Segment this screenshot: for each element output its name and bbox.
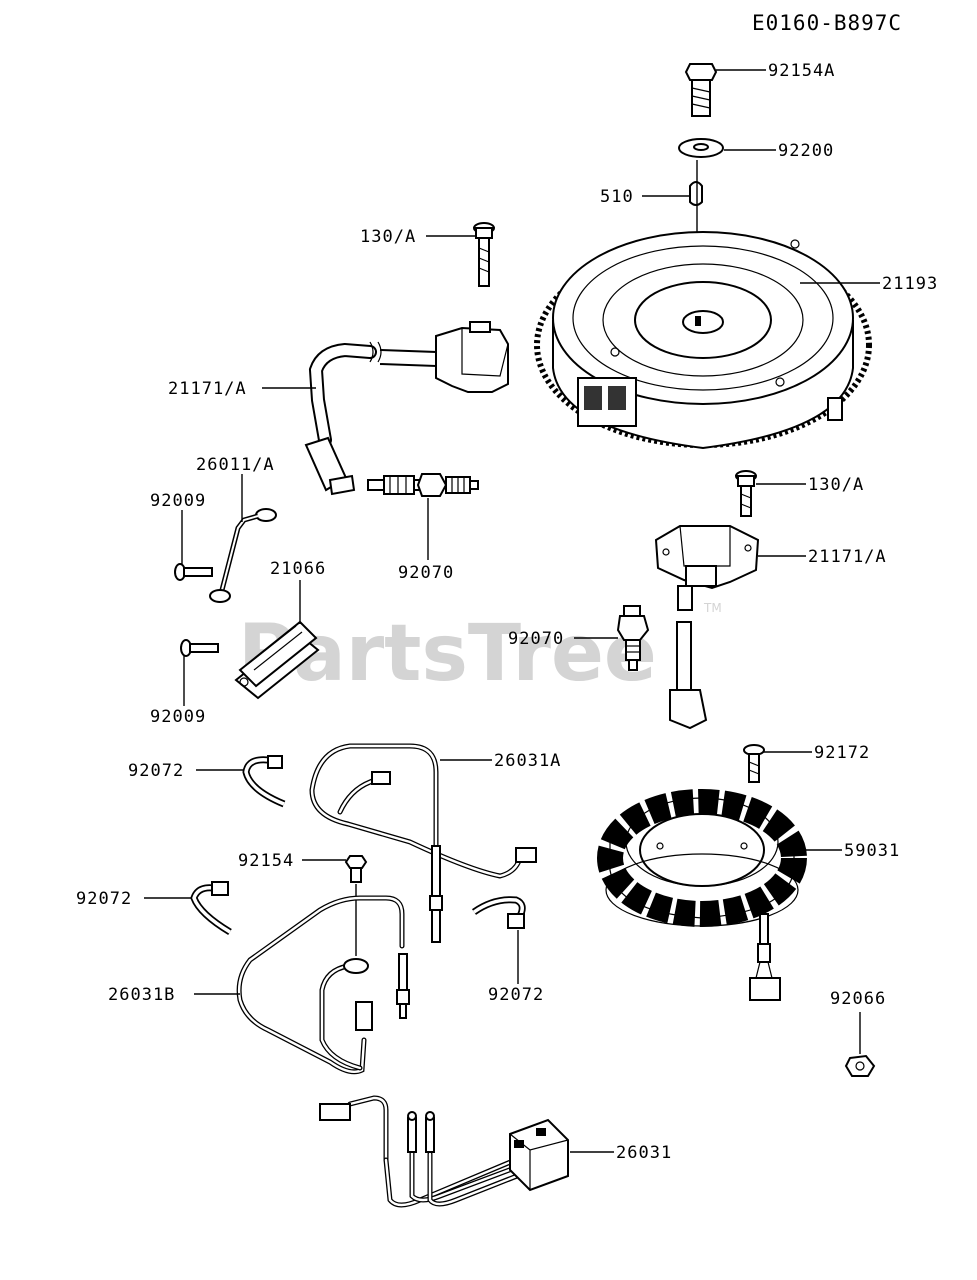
spark-plug-92070-icon[interactable] xyxy=(367,473,479,497)
label-92070-bottom[interactable]: 92070 xyxy=(398,563,454,583)
label-92066[interactable]: 92066 xyxy=(830,989,886,1009)
clamp-92072-b-icon[interactable] xyxy=(190,881,232,936)
clamp-92072-a-icon[interactable] xyxy=(242,755,286,808)
label-92154[interactable]: 92154 xyxy=(238,851,294,871)
label-92070-left[interactable]: 92070 xyxy=(508,629,564,649)
nut-92066-icon[interactable] xyxy=(844,1054,876,1077)
spark-plug-92070-left-icon[interactable] xyxy=(616,605,650,671)
label-130A-right[interactable]: 130/A xyxy=(808,475,864,495)
harness-26031-icon[interactable] xyxy=(319,1095,569,1208)
label-92009-top[interactable]: 92009 xyxy=(150,491,206,511)
clamp-92072-c-icon[interactable] xyxy=(471,896,526,929)
harness-26031A-icon[interactable] xyxy=(309,743,537,943)
screw-92009-bottom-icon[interactable] xyxy=(180,639,219,657)
watermark-tm: TM xyxy=(703,601,722,615)
label-26011A[interactable]: 26011/A xyxy=(196,455,275,475)
diagram-code: E0160-B897C xyxy=(752,11,902,35)
key-510-icon[interactable] xyxy=(689,181,703,206)
label-92009-bottom[interactable]: 92009 xyxy=(150,707,206,727)
bolt-130A-right-icon[interactable] xyxy=(735,470,757,517)
label-510[interactable]: 510 xyxy=(600,187,634,207)
washer-92200-icon[interactable] xyxy=(678,138,724,158)
label-21066[interactable]: 21066 xyxy=(270,559,326,579)
bolt-92154-icon[interactable] xyxy=(344,855,368,883)
ground-lead-26011A-icon[interactable] xyxy=(209,508,277,603)
label-92072-a[interactable]: 92072 xyxy=(128,761,184,781)
screw-92009-top-icon[interactable] xyxy=(174,563,213,581)
flywheel-21193-icon[interactable] xyxy=(534,231,872,450)
label-26031[interactable]: 26031 xyxy=(616,1143,672,1163)
label-21171A-right[interactable]: 21171/A xyxy=(808,547,887,567)
label-130A-top[interactable]: 130/A xyxy=(360,227,416,247)
screw-92172-icon[interactable] xyxy=(743,744,765,783)
label-92072-c[interactable]: 92072 xyxy=(488,985,544,1005)
label-26031A[interactable]: 26031A xyxy=(494,751,561,771)
label-21171A-top[interactable]: 21171/A xyxy=(168,379,247,399)
label-26031B[interactable]: 26031B xyxy=(108,985,175,1005)
label-92072-b[interactable]: 92072 xyxy=(76,889,132,909)
harness-26031B-icon[interactable] xyxy=(236,895,410,1075)
ignition-coil-21171A-top-icon[interactable] xyxy=(304,321,509,496)
bolt-130A-top-icon[interactable] xyxy=(473,222,495,287)
label-92154A[interactable]: 92154A xyxy=(768,61,835,81)
regulator-21066-icon[interactable] xyxy=(234,620,320,700)
stator-59031-icon[interactable] xyxy=(597,789,807,1001)
bolt-92154A-icon[interactable] xyxy=(684,63,718,117)
label-92200[interactable]: 92200 xyxy=(778,141,834,161)
label-21193[interactable]: 21193 xyxy=(882,274,938,294)
label-92172[interactable]: 92172 xyxy=(814,743,870,763)
ignition-coil-21171A-right-icon[interactable] xyxy=(654,525,760,730)
label-59031[interactable]: 59031 xyxy=(844,841,900,861)
